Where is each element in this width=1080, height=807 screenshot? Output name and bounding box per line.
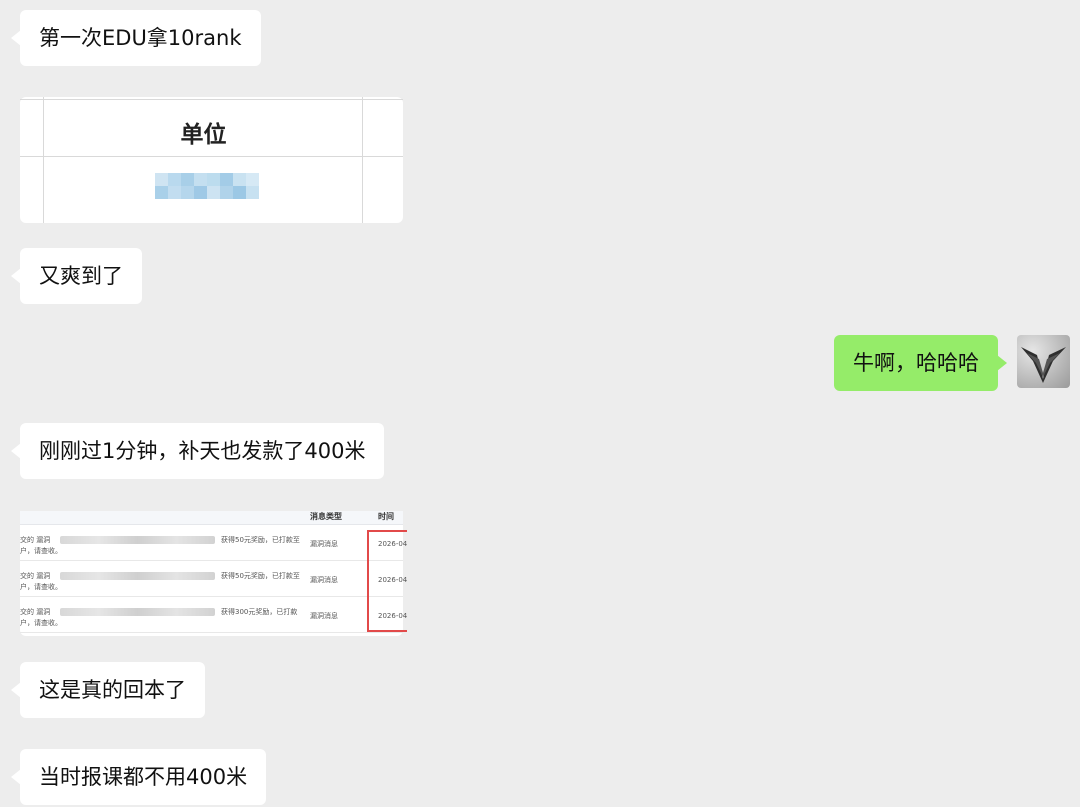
- message-bubble-self[interactable]: 牛啊，哈哈哈: [834, 335, 1007, 391]
- row-text: 交的 漏洞: [20, 536, 51, 544]
- row-text: 户，请查收。: [20, 619, 62, 627]
- row-time: 2026-04: [378, 540, 408, 548]
- row-type: 漏洞消息: [310, 576, 338, 584]
- message-bubble[interactable]: 刚刚过1分钟，补天也发款了400米: [10, 423, 385, 479]
- notice-table-header: 消息类型 时间: [20, 511, 403, 525]
- row-text: 交的 漏洞: [20, 572, 51, 580]
- blurred-text: [60, 608, 215, 616]
- row-type: 漏洞消息: [310, 612, 338, 620]
- table-row: 交的 漏洞 户，请查收。 获得50元奖励，已打款至 漏洞消息 2026-04: [20, 525, 407, 561]
- row-text: 获得50元奖励，已打款至: [221, 572, 300, 580]
- image-message-notice-table[interactable]: 消息类型 时间 交的 漏洞 户，请查收。 获得50元奖励，已打款至 漏洞消息 2…: [20, 511, 407, 636]
- blurred-text: [60, 572, 215, 580]
- table-header-unit: 单位: [180, 122, 227, 148]
- message-bubble[interactable]: 第一次EDU拿10rank: [11, 10, 261, 66]
- row-text: 获得300元奖励，已打款: [221, 608, 298, 616]
- image-message-unit-table[interactable]: 单位: [20, 97, 403, 223]
- row-time: 2026-04: [378, 612, 408, 620]
- table-divider: [20, 99, 403, 100]
- column-header-type: 消息类型: [310, 512, 342, 521]
- row-text: 获得50元奖励，已打款至: [221, 536, 300, 544]
- message-bubble[interactable]: 又爽到了: [11, 248, 142, 304]
- column-header-time: 时间: [378, 512, 394, 521]
- blurred-text: [60, 536, 215, 544]
- table-divider: [362, 97, 363, 223]
- table-divider: [43, 97, 44, 223]
- row-text: 户，请查收。: [20, 583, 62, 591]
- avatar-logo-icon: [1021, 347, 1066, 383]
- table-row: 交的 漏洞 户，请查收。 获得50元奖励，已打款至 漏洞消息 2026-04: [20, 561, 407, 597]
- table-row: 交的 漏洞 户，请查收。 获得300元奖励，已打款 漏洞消息 2026-04: [20, 597, 407, 633]
- row-time: 2026-04: [378, 576, 408, 584]
- message-bubble[interactable]: 当时报课都不用400米: [10, 749, 267, 805]
- highlight-box: [367, 530, 407, 632]
- table-divider: [20, 156, 403, 157]
- pixelated-redaction: [155, 173, 259, 199]
- row-type: 漏洞消息: [310, 540, 338, 548]
- user-avatar[interactable]: [1017, 335, 1070, 388]
- row-text: 户，请查收。: [20, 547, 62, 555]
- row-text: 交的 漏洞: [20, 608, 51, 616]
- message-bubble[interactable]: 这是真的回本了: [11, 662, 205, 718]
